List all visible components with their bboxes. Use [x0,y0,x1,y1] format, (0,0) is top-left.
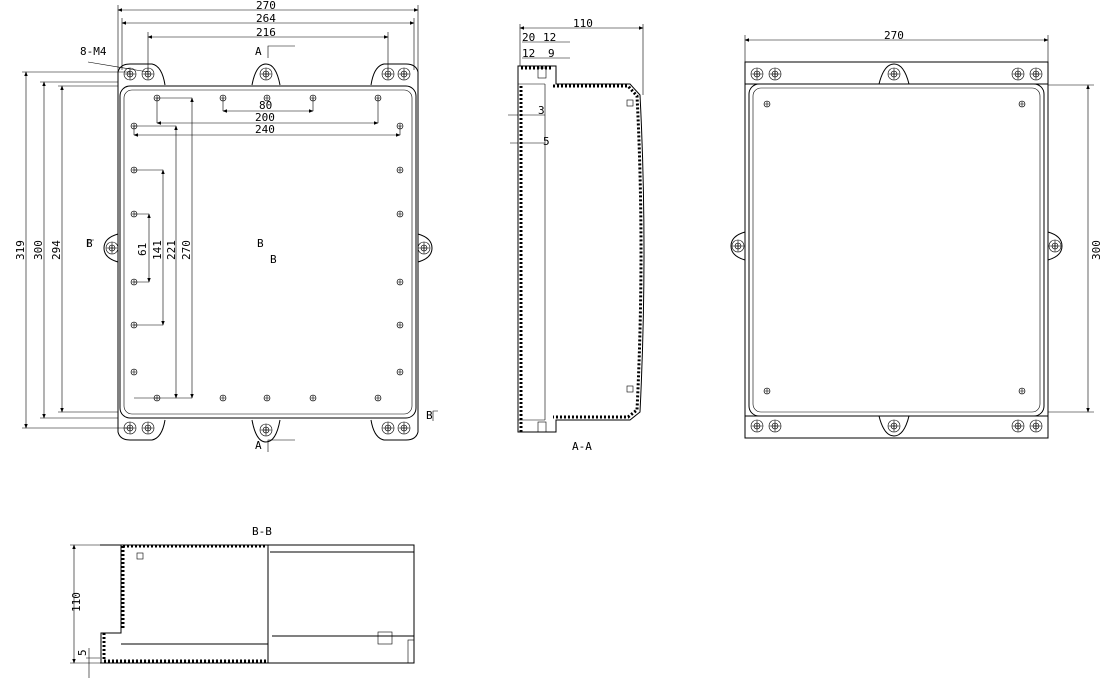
dim-110-aa: 110 [573,17,593,30]
mount-hole-inner-cross-icon [1033,71,1039,77]
screw-hole-cross-icon [264,95,270,101]
screw-hole-cross-icon [397,279,403,285]
mount-hole-inner-cross-icon [385,425,391,431]
mount-hole-inner-cross-icon [145,71,151,77]
section-aa-label: A-A [572,440,592,453]
dim-221: 221 [165,240,178,260]
mount-hole-inner-cross-icon [1033,423,1039,429]
dim-12: 12 [522,47,535,60]
dim-110-bb: 110 [70,592,83,612]
mount-hole-inner-cross-icon [772,423,778,429]
section-b-right: B [426,409,433,422]
dim-300: 300 [32,240,45,260]
dim-9: 9 [548,47,555,60]
dim-61: 61 [136,243,149,256]
screw-hole-cross-icon [131,369,137,375]
mount-hole-inner-cross-icon [891,71,897,77]
mount-hole-inner-cross-icon [401,425,407,431]
mount-hole-inner-cross-icon [421,245,427,251]
screw-hole-cross-icon [764,388,770,394]
section-a-bottom: A [255,439,262,452]
dim-5: 5 [543,135,550,148]
screw-hole-cross-icon [154,395,160,401]
dim-20: 20 [522,31,535,44]
mount-hole-inner-cross-icon [263,71,269,77]
mount-hole-inner-cross-icon [1015,71,1021,77]
mount-hole-inner-cross-icon [263,427,269,433]
section-b-left: B [86,237,93,250]
screw-hole-cross-icon [397,211,403,217]
dim-319: 319 [14,240,27,260]
mount-hole-inner-cross-icon [754,423,760,429]
screw-hole-cross-icon [264,395,270,401]
screw-hole-cross-icon [397,167,403,173]
screw-hole-cross-icon [131,211,137,217]
dim-12-top: 12 [543,31,556,44]
screw-hole-cross-icon [375,95,381,101]
mount-hole-inner-cross-icon [772,71,778,77]
dim-270-back: 270 [884,29,904,42]
section-bb-view [70,544,415,678]
dim-300-back: 300 [1090,240,1103,260]
screw-hole-cross-icon [220,395,226,401]
screw-hole-cross-icon [397,322,403,328]
screw-hole-cross-icon [1019,101,1025,107]
mount-hole-inner-cross-icon [891,423,897,429]
screw-hole-cross-icon [375,395,381,401]
dim-80: 80 [259,99,272,112]
thread-note: 8-M4 [80,45,107,58]
dim-5-bb: 5 [76,649,89,656]
screw-hole-cross-icon [131,123,137,129]
screw-hole-cross-icon [310,395,316,401]
screw-hole-cross-icon [131,167,137,173]
screw-hole-cross-icon [310,95,316,101]
mount-hole-inner-cross-icon [385,71,391,77]
screw-hole-cross-icon [397,123,403,129]
screw-hole-cross-icon [220,95,226,101]
screw-hole-cross-icon [154,95,160,101]
mount-hole-inner-cross-icon [1015,423,1021,429]
mount-hole-inner-cross-icon [127,71,133,77]
dim-240: 240 [255,123,275,136]
dim-200: 200 [255,111,275,124]
mount-hole-inner-cross-icon [401,71,407,77]
section-a-top: A [255,45,262,58]
section-aa-view [508,24,645,433]
mount-hole-inner-cross-icon [1052,243,1058,249]
section-b-center2: B [270,253,277,266]
mount-hole-inner-cross-icon [109,245,115,251]
dim-270: 270 [256,0,276,12]
section-b-center: B [257,237,264,250]
mount-hole-inner-cross-icon [735,243,741,249]
dim-3: 3 [538,104,545,117]
back-view [730,35,1094,439]
screw-hole-cross-icon [131,322,137,328]
screw-hole-cross-icon [131,279,137,285]
screw-hole-cross-icon [764,101,770,107]
section-bb-label: B-B [252,525,272,538]
dim-141: 141 [151,240,164,260]
dim-264: 264 [256,12,276,25]
dim-216: 216 [256,26,276,39]
mount-hole-inner-cross-icon [754,71,760,77]
front-view [22,5,438,452]
dim-270-vertical: 270 [180,240,193,260]
mount-hole-inner-cross-icon [127,425,133,431]
screw-hole-cross-icon [1019,388,1025,394]
mount-hole-inner-cross-icon [145,425,151,431]
screw-hole-cross-icon [397,369,403,375]
dim-294: 294 [50,240,63,260]
